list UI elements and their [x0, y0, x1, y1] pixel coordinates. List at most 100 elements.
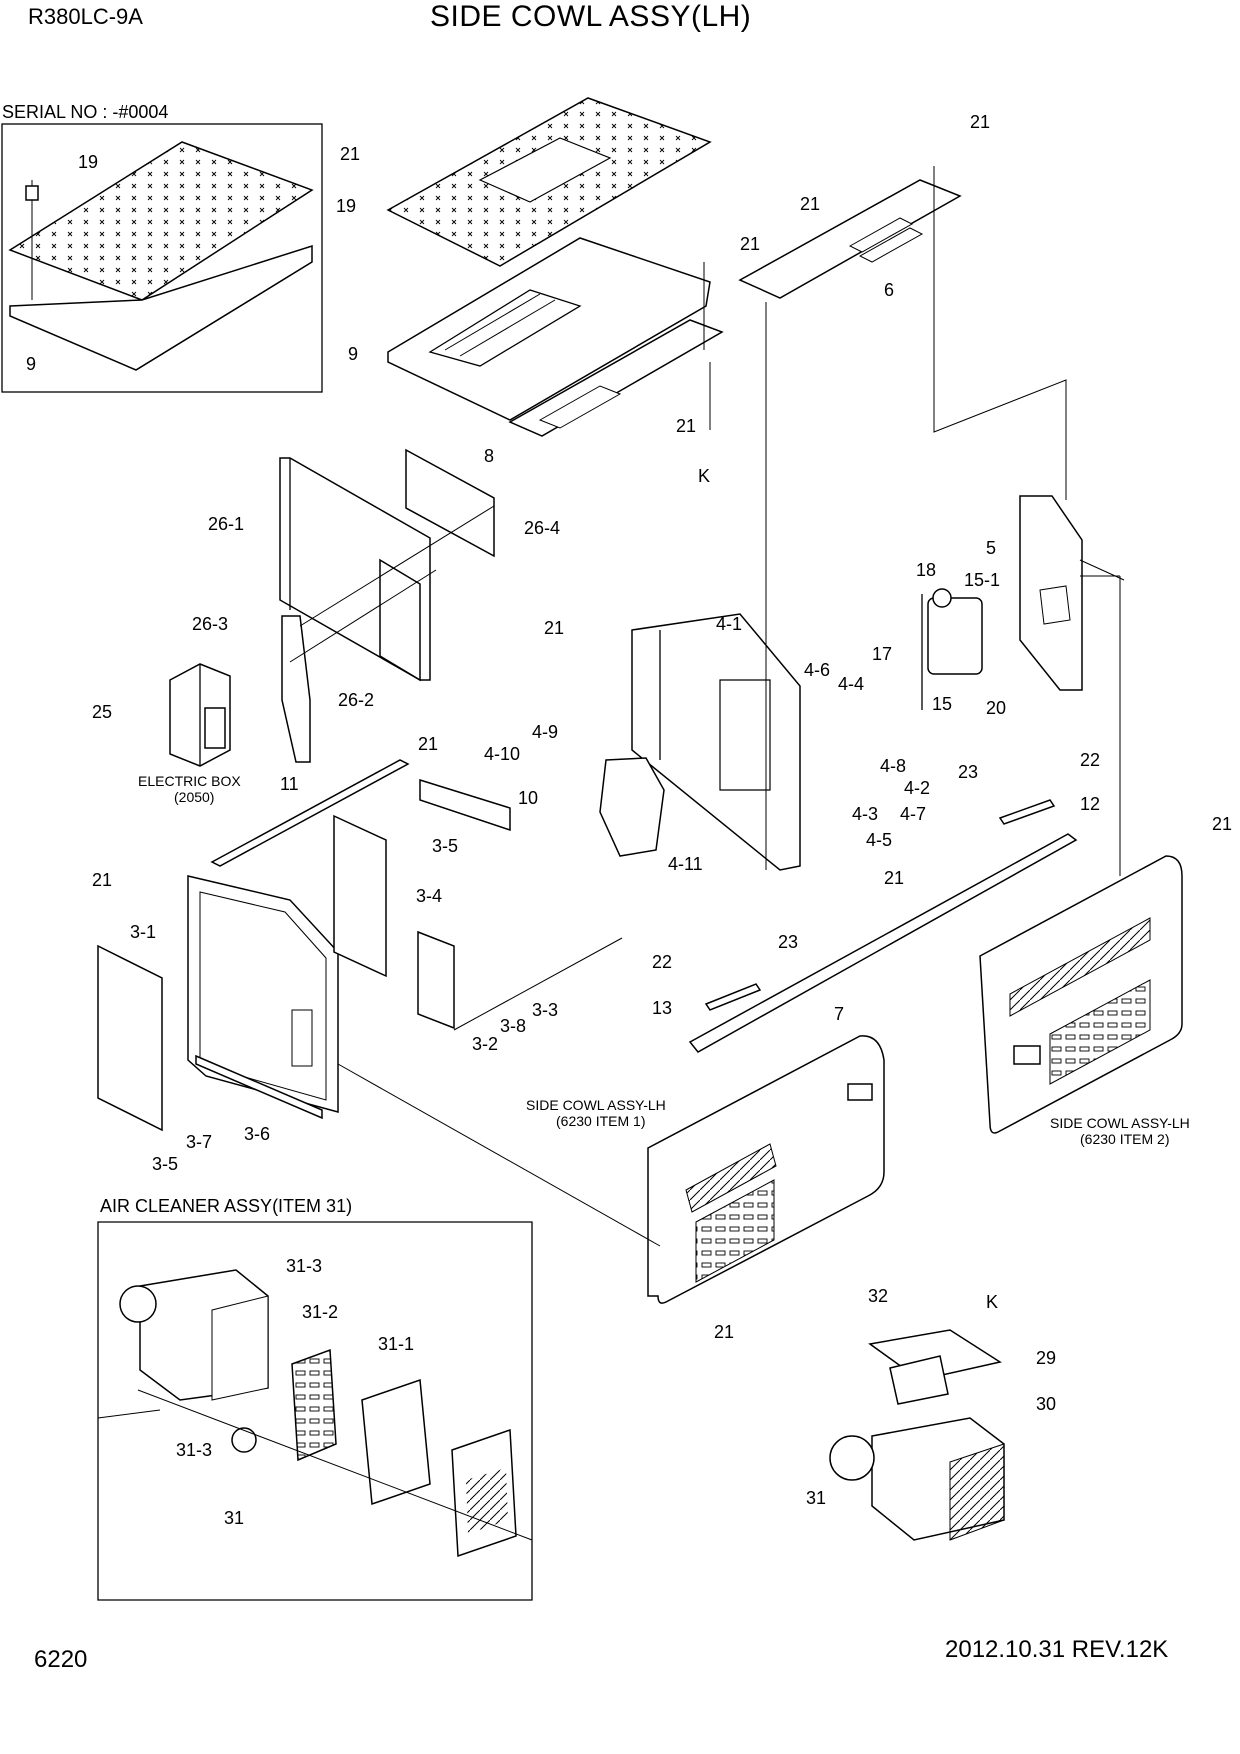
callout-29: 29 — [1036, 1348, 1056, 1368]
callout-26-2: 26-2 — [338, 690, 374, 710]
bracket-8 — [508, 319, 724, 437]
serial-inset — [1, 123, 323, 393]
callout-22: 22 — [1080, 750, 1100, 770]
callout-26-1: 26-1 — [208, 514, 244, 534]
callout-5: 5 — [986, 538, 996, 558]
callout-21: 21 — [92, 870, 112, 890]
electric-box — [169, 663, 231, 767]
page-number: 6220 — [34, 1646, 88, 1673]
callout-31-3: 31-3 — [286, 1256, 322, 1276]
bracket-6 — [738, 179, 962, 299]
leader-lines — [97, 166, 1125, 1541]
callout-3-5: 3-5 — [432, 836, 458, 856]
callout-3-3: 3-3 — [532, 1000, 558, 1020]
callout-25: 25 — [92, 702, 112, 722]
filter-element-31-1 — [361, 1378, 431, 1506]
filter-element-31-2 — [291, 1348, 337, 1462]
callout-4-6: 4-6 — [804, 660, 830, 680]
panel-26-1 — [279, 457, 431, 682]
callout-23: 23 — [778, 932, 798, 952]
page-title: SIDE COWL ASSY(LH) — [430, 0, 752, 33]
callout-31: 31 — [806, 1488, 826, 1508]
callout-11: 11 — [280, 774, 299, 794]
bracket-5 — [1019, 495, 1083, 691]
bar-11 — [210, 759, 410, 867]
callout-21: 21 — [740, 234, 760, 254]
callout-4-4: 4-4 — [838, 674, 864, 694]
seal-3-6 — [195, 1054, 323, 1120]
callout-21: 21 — [544, 618, 564, 638]
captions: ELECTRIC BOX (2050) SIDE COWL ASSY-LH (6… — [138, 773, 1190, 1147]
side-cowl-1-ref: (6230 ITEM 1) — [556, 1113, 645, 1129]
side-cowl-lh-item-2 — [979, 855, 1183, 1134]
air-cleaner-section-title: AIR CLEANER ASSY(ITEM 31) — [100, 1196, 353, 1216]
callout-4-2: 4-2 — [904, 778, 930, 798]
callout-21: 21 — [1212, 814, 1232, 834]
side-cowl-2-caption: SIDE COWL ASSY-LH — [1050, 1115, 1190, 1131]
serial-number-note: SERIAL NO : -#0004 — [2, 102, 169, 122]
callout-9: 9 — [348, 344, 358, 364]
callout-21: 21 — [676, 416, 696, 436]
callout-3-8: 3-8 — [500, 1016, 526, 1036]
callout-31-2: 31-2 — [302, 1302, 338, 1322]
callout-21: 21 — [970, 112, 990, 132]
callout-4-9: 4-9 — [532, 722, 558, 742]
callout-4-11: 4-11 — [668, 854, 703, 874]
callout-K: K — [698, 466, 710, 486]
callout-8: 8 — [484, 446, 494, 466]
insulation-3-7 — [97, 944, 163, 1132]
callout-4-5: 4-5 — [866, 830, 892, 850]
callout-21: 21 — [884, 868, 904, 888]
top-plate-19 — [386, 97, 712, 267]
callout-26-4: 26-4 — [524, 518, 560, 538]
callout-K: K — [986, 1292, 998, 1312]
callout-9-inset: 9 — [26, 354, 36, 374]
callout-15: 15 — [932, 694, 952, 714]
callout-13: 13 — [652, 998, 672, 1018]
electric-box-ref: (2050) — [174, 789, 214, 805]
panel-26-4 — [405, 448, 495, 558]
callout-21: 21 — [340, 144, 360, 164]
callout-labels: 19 9 21 19 9 8 21 K 21 21 6 21 26-1 26-4… — [26, 112, 1232, 1528]
cover-frame-3-1 — [187, 875, 339, 1113]
callout-6: 6 — [884, 280, 894, 300]
callout-15-1: 15-1 — [964, 570, 1000, 590]
insulation-3-4 — [333, 814, 387, 978]
callout-23: 23 — [958, 762, 978, 782]
callout-4-10: 4-10 — [484, 744, 520, 764]
callout-3-4: 3-4 — [416, 886, 442, 906]
callout-22: 22 — [652, 952, 672, 972]
side-cowl-2-ref: (6230 ITEM 2) — [1080, 1131, 1169, 1147]
seal-ring-4-11 — [599, 757, 665, 857]
callout-21: 21 — [800, 194, 820, 214]
floor-plate-9 — [387, 237, 711, 421]
side-cowl-1-caption: SIDE COWL ASSY-LH — [526, 1097, 666, 1113]
callout-7: 7 — [834, 1004, 844, 1024]
callout-10: 10 — [518, 788, 538, 808]
callout-18: 18 — [916, 560, 936, 580]
callout-31-1: 31-1 — [378, 1334, 414, 1354]
callout-31: 31 — [224, 1508, 244, 1528]
callout-21: 21 — [418, 734, 438, 754]
callout-3-6: 3-6 — [244, 1124, 270, 1144]
air-cleaner-assembly — [119, 1269, 269, 1401]
cover-31 — [451, 1428, 517, 1558]
callout-19-inset: 19 — [78, 152, 98, 172]
callout-4-7: 4-7 — [900, 804, 926, 824]
seal-26-2 — [281, 615, 311, 763]
callout-4-8: 4-8 — [880, 756, 906, 776]
callout-3-5: 3-5 — [152, 1154, 178, 1174]
callout-21: 21 — [714, 1322, 734, 1342]
side-cowl-lh-item-1 — [647, 1035, 885, 1304]
callout-4-3: 4-3 — [852, 804, 878, 824]
callout-4-1: 4-1 — [716, 614, 742, 634]
reservoir-tank-15 — [921, 588, 983, 710]
bracket-29 — [868, 1329, 1002, 1405]
latch-12 — [998, 799, 1056, 825]
rail-7 — [688, 833, 1078, 1053]
callout-12: 12 — [1080, 794, 1100, 814]
air-cleaner-inset — [97, 1221, 533, 1601]
model-number: R380LC-9A — [28, 4, 143, 29]
air-cleaner-31 — [829, 1417, 1005, 1541]
callout-31-3: 31-3 — [176, 1440, 212, 1460]
